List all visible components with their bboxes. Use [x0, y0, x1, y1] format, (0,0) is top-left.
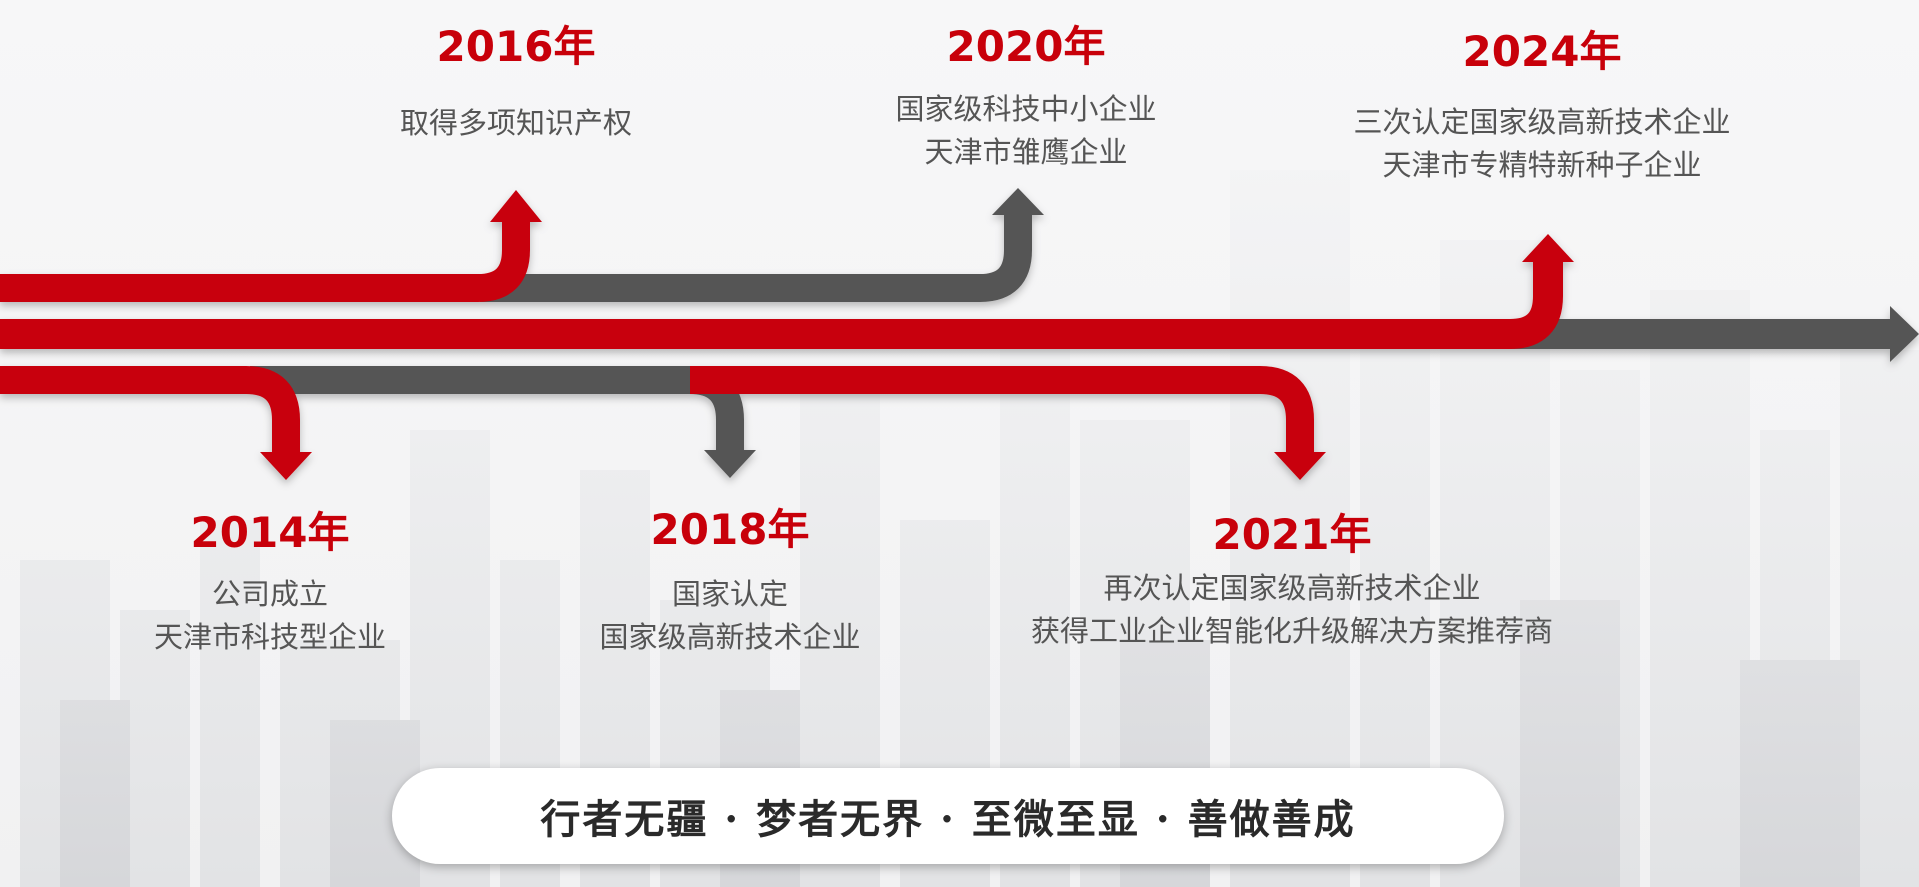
arrow-line-2014 — [0, 366, 300, 452]
milestone-description-2016: 取得多项知识产权 — [400, 102, 632, 145]
milestone-description-2018: 国家认定国家级高新技术企业 — [599, 573, 860, 659]
year-label-2021: 2021年 — [1212, 510, 1372, 559]
year-label-2014: 2014年 — [190, 508, 350, 557]
year-label-2016: 2016年 — [436, 22, 596, 71]
year-label-2020: 2020年 — [946, 22, 1106, 71]
description-line: 再次认定国家级高新技术企业 — [1103, 571, 1481, 605]
description-line: 三次认定国家级高新技术企业 — [1353, 105, 1731, 139]
milestone-description-2024: 三次认定国家级高新技术企业天津市专精特新种子企业 — [1353, 101, 1730, 187]
slogan-text: 行者无疆 · 梦者无界 · 至微至显 · 善做善成 — [540, 796, 1356, 843]
description-line: 天津市专精特新种子企业 — [1382, 148, 1702, 182]
arrow-head-main — [1890, 306, 1919, 362]
description-line: 天津市雏鹰企业 — [924, 135, 1128, 169]
year-label-2024: 2024年 — [1462, 27, 1622, 76]
description-line: 公司成立 — [211, 577, 329, 611]
arrow-head-2018 — [704, 450, 756, 478]
year-label-2018: 2018年 — [650, 505, 810, 554]
arrow-line-2024 — [0, 262, 1563, 349]
slogan-banner: 行者无疆 · 梦者无界 · 至微至显 · 善做善成 — [392, 768, 1504, 864]
arrow-head-2016 — [490, 190, 542, 222]
arrow-head-2014 — [260, 452, 312, 480]
arrow-line-2020 — [480, 215, 1032, 302]
arrow-head-2024 — [1522, 234, 1574, 262]
arrow-line-2021 — [690, 366, 1314, 452]
arrow-line-2016 — [0, 222, 530, 302]
description-line: 天津市科技型企业 — [153, 620, 387, 654]
description-line: 国家级高新技术企业 — [599, 620, 861, 654]
arrow-head-2021 — [1274, 452, 1326, 480]
milestone-description-2020: 国家级科技中小企业天津市雏鹰企业 — [895, 88, 1156, 174]
description-line: 取得多项知识产权 — [399, 106, 633, 140]
milestone-description-2014: 公司成立天津市科技型企业 — [154, 573, 386, 659]
arrow-line-2018 — [250, 366, 744, 450]
arrow-head-2020 — [992, 188, 1044, 215]
description-line: 国家级科技中小企业 — [895, 92, 1157, 126]
description-line: 国家认定 — [671, 577, 789, 611]
description-line: 获得工业企业智能化升级解决方案推荐商 — [1030, 614, 1554, 648]
milestone-description-2021: 再次认定国家级高新技术企业获得工业企业智能化升级解决方案推荐商 — [1031, 567, 1553, 653]
